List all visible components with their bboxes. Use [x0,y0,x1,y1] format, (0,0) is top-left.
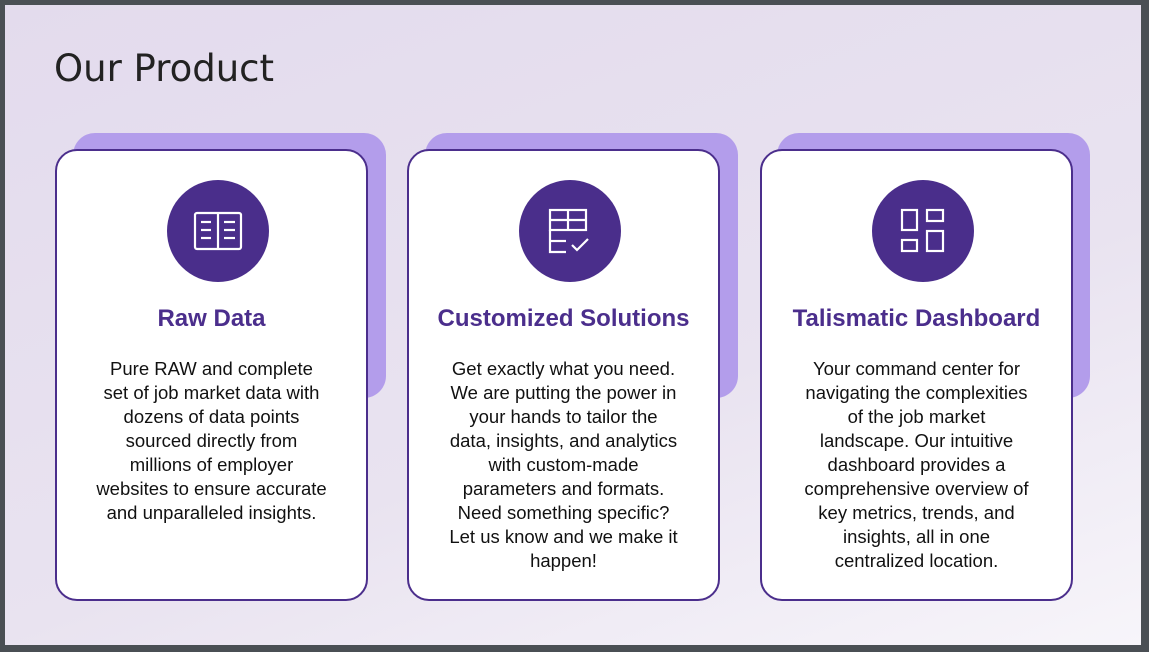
dashboard-icon [872,180,974,282]
card-description: Get exactly what you need. We are puttin… [449,358,678,571]
card-description: Pure RAW and complete set of job market … [96,358,327,523]
table-check-icon [519,180,621,282]
slide: Our Product Raw Data Pure RAW and comple… [5,5,1141,645]
card-title: Talismatic Dashboard [792,305,1041,332]
card-talismatic-dashboard: Talismatic Dashboard Your command center… [760,149,1073,601]
card-title: Customized Solutions [437,305,690,332]
card-description: Your command center for navigating the c… [804,358,1029,571]
card-raw-data: Raw Data Pure RAW and complete set of jo… [55,149,368,601]
page-title: Our Product [54,47,275,90]
card-title: Raw Data [157,305,266,332]
card-customized-solutions: Customized Solutions Get exactly what yo… [407,149,720,601]
open-book-icon [167,180,269,282]
